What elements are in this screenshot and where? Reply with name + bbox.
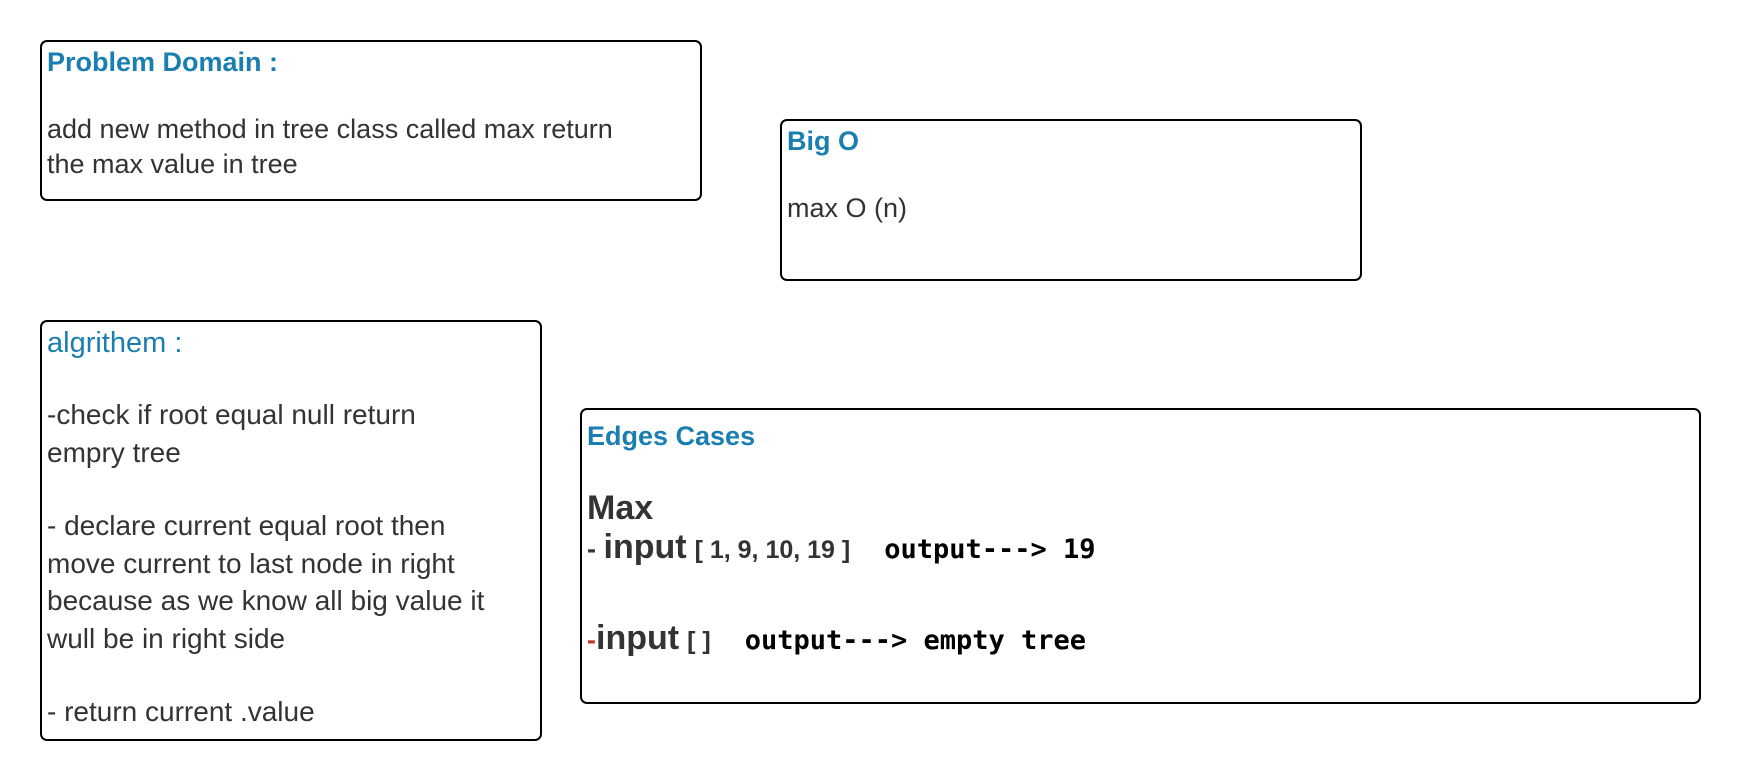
edge-case-1: - input[ 1, 9, 10, 19 ] output---> 19 (587, 528, 1694, 567)
edge-cases-box: Edges Cases Max - input[ 1, 9, 10, 19 ]o… (580, 408, 1701, 704)
problem-domain-line-2: the max value in tree (47, 149, 298, 179)
edge-cases-title: Max (587, 489, 654, 527)
algorithm-step-2-line-1: - declare current equal root then (47, 510, 446, 541)
edge-case-2-output: output---> empty tree (744, 625, 1087, 656)
edge-case-2-input-label: input (596, 619, 680, 657)
big-o-text: max O (n) (787, 193, 908, 223)
algorithm-box: algrithem : -check if root equal null re… (40, 320, 542, 741)
edge-case-1-input-label: input (603, 528, 687, 566)
algorithm-step-1-line-2: empry tree (47, 436, 181, 468)
edge-cases-heading: Edges Cases (587, 421, 756, 451)
problem-domain-box: Problem Domain : add new method in tree … (40, 40, 702, 201)
big-o-heading: Big O (787, 126, 859, 156)
edge-case-2: -input [ ] output---> empty tree (587, 619, 1694, 658)
edge-case-2-input-value: [ ] (687, 627, 711, 655)
edge-case-1-output: output---> 19 (884, 534, 1096, 565)
problem-domain-heading: Problem Domain : (47, 47, 279, 77)
algorithm-heading: algrithem : (47, 327, 183, 359)
edge-case-2-dash: - (587, 625, 596, 655)
algorithm-step-2-line-2: move current to last node in right (47, 547, 455, 579)
edge-case-1-dash: - (587, 534, 604, 564)
problem-domain-line-1: add new method in tree class called max … (47, 114, 613, 144)
algorithm-step-2-line-4: wull be in right side (47, 622, 286, 654)
algorithm-step-2-line-3: because as we know all big value it (47, 585, 485, 616)
algorithm-step-1-line-1: -check if root equal null return (47, 399, 416, 430)
big-o-box: Big O max O (n) (780, 119, 1362, 281)
edge-case-1-input-value: [ 1, 9, 10, 19 ] (694, 536, 851, 564)
algorithm-step-3-line-1: - return current .value (47, 696, 315, 727)
